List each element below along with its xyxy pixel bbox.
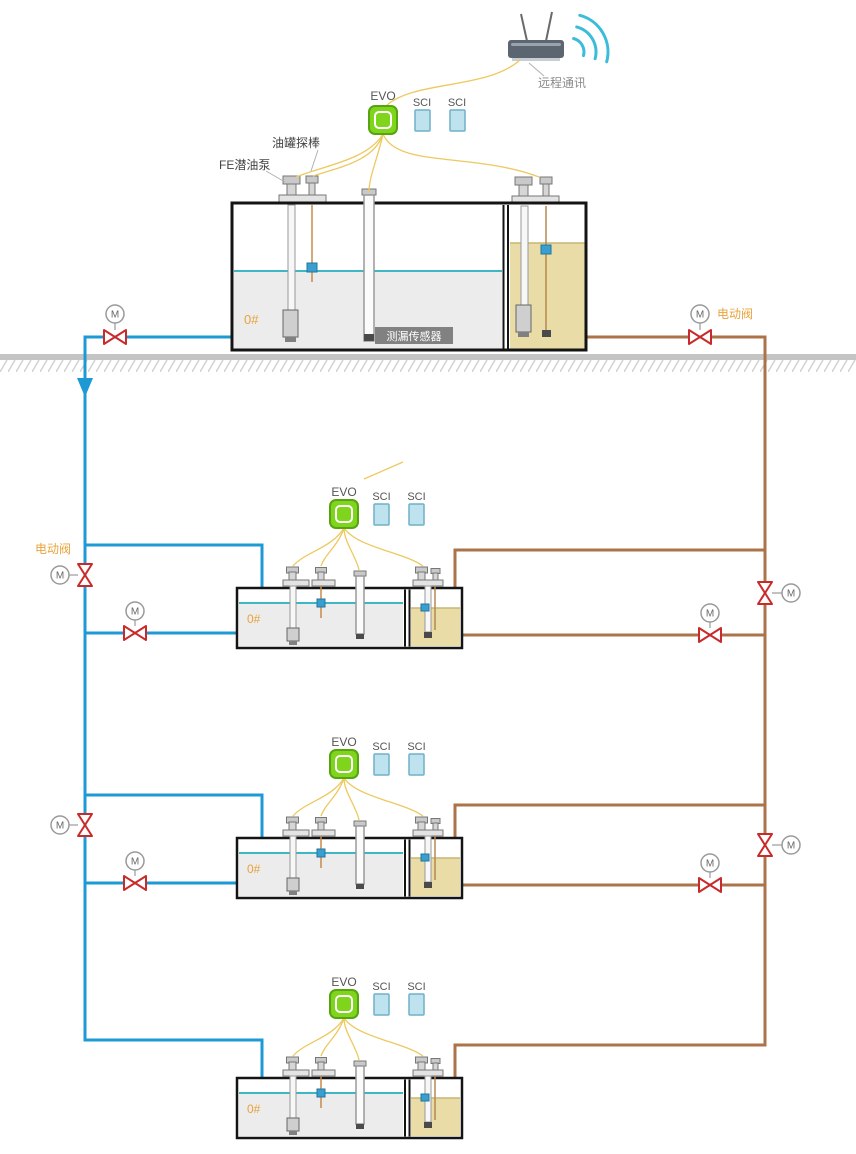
station-3 xyxy=(237,975,462,1138)
blue-pipe-branch-top-1 xyxy=(85,543,264,588)
diesel-fitting xyxy=(511,176,560,205)
brown-pipeline xyxy=(453,335,767,1078)
motor-main-left-1 xyxy=(50,565,70,585)
motor-main-left-2 xyxy=(50,815,70,835)
stray-wire xyxy=(363,461,404,480)
sci-module xyxy=(414,109,431,132)
brown-pipe-main xyxy=(453,335,767,1078)
brown-pipe-branch-top-2 xyxy=(453,803,765,838)
motor-main-right-1 xyxy=(781,583,801,603)
remote-comm-label: 远程通讯 xyxy=(538,75,586,90)
fe-pump-label: FE潜油泵 xyxy=(219,158,270,172)
evo-module xyxy=(368,105,398,135)
labels: 远程通讯 油罐探棒 FE潜油泵 电动阀 电动阀 xyxy=(35,62,753,556)
submersible-pump xyxy=(282,309,299,338)
router xyxy=(508,11,564,61)
pump-pipe xyxy=(287,204,296,311)
submersible-pump xyxy=(515,304,532,333)
valve-branch-right-2 xyxy=(698,877,722,893)
valve-main-right-2 xyxy=(757,833,773,857)
valve-top-left xyxy=(103,329,127,345)
main-tank-assembly: 0# 测漏传感器 xyxy=(230,175,588,352)
leak-sensor-badge xyxy=(375,327,453,344)
valves xyxy=(50,304,801,893)
motor-top-right xyxy=(690,304,710,324)
valve-top-right xyxy=(688,329,712,345)
float-sensor xyxy=(306,262,318,273)
brown-pipe-branch-top-1 xyxy=(453,548,765,588)
blue-pipe-branch-top-2 xyxy=(85,793,264,838)
router-body xyxy=(508,40,564,58)
valve-branch-left-2 xyxy=(123,875,147,891)
wifi-signal-icon xyxy=(572,13,610,64)
evo-label: EVO xyxy=(370,89,395,103)
motor-branch-right-2 xyxy=(700,853,720,873)
electric-valve-label: 电动阀 xyxy=(35,542,71,556)
blue-pipeline xyxy=(77,335,264,1078)
blue-pipe-main xyxy=(83,335,264,1078)
valve-main-left-1 xyxy=(77,563,93,587)
ground-line xyxy=(0,354,856,372)
diesel-probe-tip xyxy=(542,330,551,337)
leak-sensor-pipe xyxy=(363,194,375,342)
sci-label: SCI xyxy=(448,97,466,109)
electric-valve-label: 电动阀 xyxy=(717,307,753,321)
float-sensor xyxy=(540,244,552,255)
diesel-pump-pipe xyxy=(520,205,529,306)
motor-top-left xyxy=(105,304,125,324)
valve-branch-left-1 xyxy=(123,625,147,641)
antenna-icon xyxy=(545,11,553,42)
valve-main-left-2 xyxy=(77,813,93,837)
motor-branch-left-1 xyxy=(125,601,145,621)
tank-probe-label: 油罐探棒 xyxy=(272,136,320,150)
leak-sensor-label: 测漏传感器 xyxy=(387,330,442,343)
leak-sensor-tip xyxy=(364,334,374,341)
antenna-icon xyxy=(520,13,528,42)
valve-main-right-1 xyxy=(757,581,773,605)
sci-label: SCI xyxy=(413,97,431,109)
motor-main-right-2 xyxy=(781,835,801,855)
pump-fitting xyxy=(278,175,327,204)
motor-branch-right-1 xyxy=(700,603,720,623)
motor-branch-left-2 xyxy=(125,851,145,871)
flow-arrow-icon xyxy=(77,378,93,397)
main-controller: EVO SCI SCI xyxy=(295,59,540,193)
fuel-grade-label: 0# xyxy=(244,312,259,327)
valve-branch-right-1 xyxy=(698,627,722,643)
station-1 xyxy=(237,485,462,648)
router-to-evo-wire xyxy=(385,59,521,107)
sci-module xyxy=(449,109,466,132)
station-2 xyxy=(237,735,462,898)
